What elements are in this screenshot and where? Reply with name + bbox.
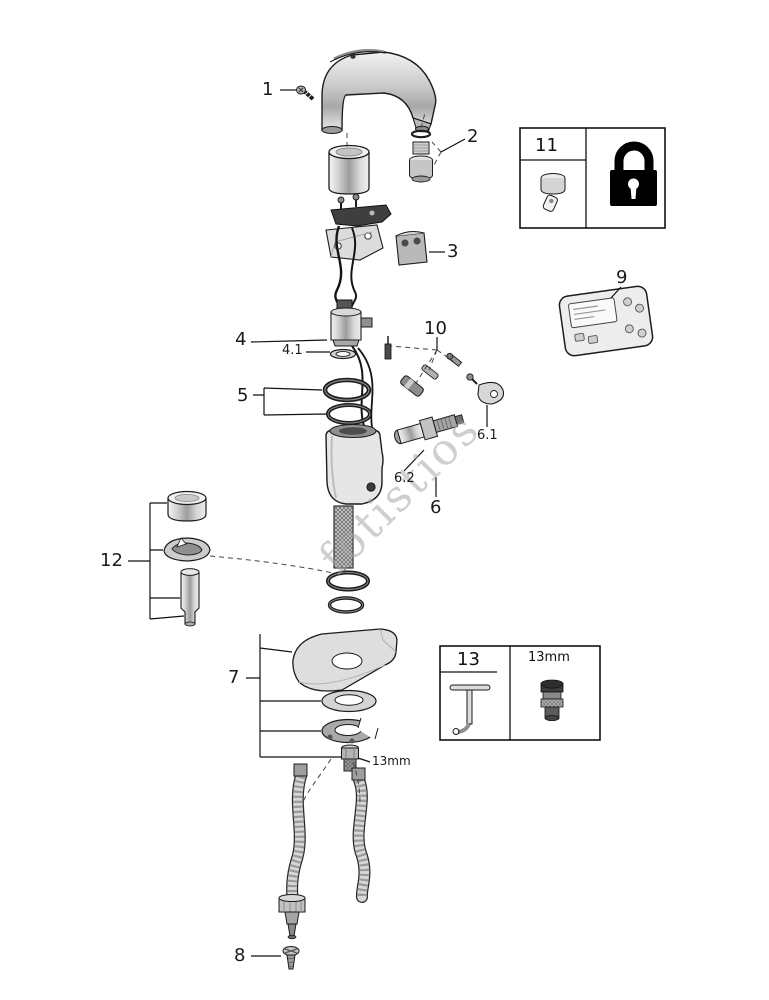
- ring-4-1: [329, 348, 357, 360]
- horseshoe-nut: [321, 714, 384, 744]
- part-6-1: [466, 373, 505, 405]
- body-sleeve: [328, 144, 370, 195]
- remote-control: [558, 285, 654, 357]
- parts-10: [400, 352, 463, 397]
- o-rings-lower: [326, 570, 370, 614]
- inlet-valve-6-2: [394, 414, 465, 445]
- padlock-icon: [610, 141, 657, 206]
- screw-1-art: [296, 85, 315, 101]
- callout-6-2: 6.2: [394, 471, 415, 486]
- box-11-label: 11: [535, 135, 558, 156]
- cap-part-icon: [540, 173, 566, 212]
- box-13-label: 13: [457, 649, 480, 670]
- callout-4-1: 4.1: [282, 343, 303, 358]
- part-12-cap: [167, 490, 207, 522]
- callout-lines: [128, 89, 622, 957]
- escutcheon-plate: [292, 628, 398, 692]
- outlet-fitting: [341, 744, 359, 772]
- callout-13mm: 13mm: [372, 754, 411, 768]
- aerator-assembly: [409, 129, 433, 183]
- washer: [321, 689, 377, 713]
- callout-10: 10: [424, 318, 447, 339]
- wires-lower: [351, 345, 374, 428]
- callout-2: 2: [467, 126, 479, 147]
- callout-7: 7: [228, 667, 240, 688]
- screw-8-art: [282, 946, 300, 970]
- info-box-11: [519, 127, 666, 229]
- t-wrench-icon: [449, 684, 491, 735]
- callout-1: 1: [262, 79, 274, 100]
- callout-6-1: 6.1: [477, 428, 498, 443]
- supply-hoses: [286, 763, 371, 904]
- callout-6: 6: [430, 497, 442, 518]
- mounting-bracket-assembly: [325, 193, 428, 266]
- info-box-13: [439, 645, 601, 741]
- part-12-pin: [180, 568, 200, 627]
- socket-tool-icon: [540, 679, 564, 722]
- part-12-clip: [163, 537, 211, 562]
- solenoid-cartridge: [330, 299, 373, 347]
- callout-8: 8: [234, 945, 246, 966]
- box-13-size-label: 13mm: [528, 650, 570, 665]
- callout-4: 4: [235, 329, 247, 350]
- callout-5: 5: [237, 385, 249, 406]
- callout-3: 3: [447, 241, 459, 262]
- guide-lines: [209, 112, 454, 806]
- callout-12: 12: [100, 550, 123, 571]
- hose-connector: [278, 894, 306, 940]
- sensor-plug: [384, 336, 392, 360]
- o-rings-5: [322, 377, 372, 425]
- faucet-base-body: [325, 423, 384, 505]
- threaded-shank: [333, 505, 354, 569]
- spout-body: [321, 49, 437, 134]
- callout-9: 9: [616, 267, 628, 288]
